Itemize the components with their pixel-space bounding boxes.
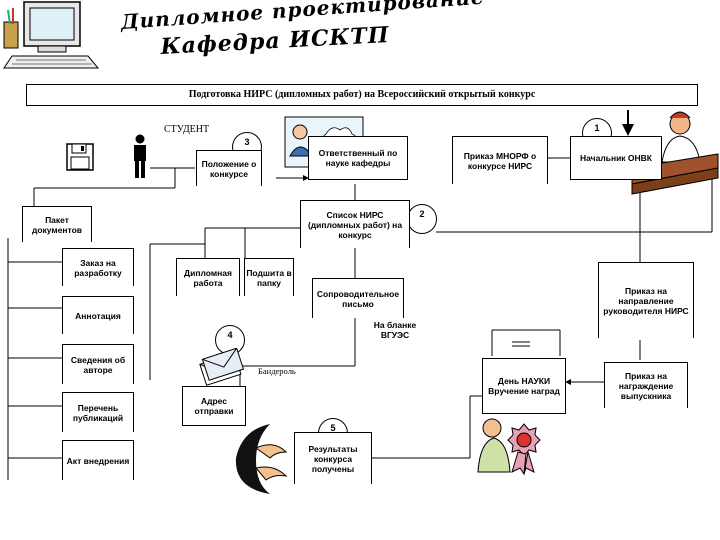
floppy-disk-icon xyxy=(66,143,94,171)
process-banner: Подготовка НИРС (дипломных работ) на Все… xyxy=(26,84,698,106)
head-onvk: Начальник ОНВК xyxy=(570,136,662,180)
banner-text: Подготовка НИРС (дипломных работ) на Все… xyxy=(188,89,536,100)
order-minobr-doc: Приказ МНОРФ о конкурсе НИРС xyxy=(452,136,548,184)
student-label: СТУДЕНТ xyxy=(164,124,210,135)
documents-package: Пакет документов xyxy=(22,206,92,242)
request-development-doc: Заказ на разработку xyxy=(62,248,134,286)
science-day-node: День НАУКИ Вручение наград xyxy=(482,358,566,414)
order-award-doc: Приказ на награждение выпускника xyxy=(604,362,688,408)
computer-icon xyxy=(2,0,102,72)
author-info-doc: Сведения об авторе xyxy=(62,344,134,384)
results-doc: Результаты конкурса получены xyxy=(294,432,372,484)
annotation-doc: Аннотация xyxy=(62,296,134,334)
parcel-label: Бандероль xyxy=(258,366,296,376)
responsible-person: Ответственный по науке кафедры xyxy=(308,136,408,180)
address-node: Адрес отправки xyxy=(182,386,246,426)
step-2-marker: 2 xyxy=(407,204,437,234)
receiving-hands-icon xyxy=(226,420,292,498)
diploma-work-doc: Дипломная работа xyxy=(176,258,240,296)
order-direction-doc: Приказ на направление руководителя НИРС xyxy=(598,262,694,338)
cover-letter-doc: Сопроводительное письмо xyxy=(312,278,404,318)
award-rosette-icon xyxy=(470,410,550,482)
publications-list-doc: Перечень публикаций xyxy=(62,392,134,432)
to-folder-doc: Подшита в папку xyxy=(244,258,294,296)
regulation-doc: Положение о конкурсе xyxy=(196,150,262,186)
mail-envelope-icon xyxy=(198,347,245,388)
nirs-list-doc: Список НИРС (дипломных работ) на конкурс xyxy=(300,200,410,248)
student-figure-icon xyxy=(128,134,152,180)
letterhead-note: На бланке ВГУЭС xyxy=(373,320,417,340)
implementation-act-doc: Акт внедрения xyxy=(62,440,134,480)
